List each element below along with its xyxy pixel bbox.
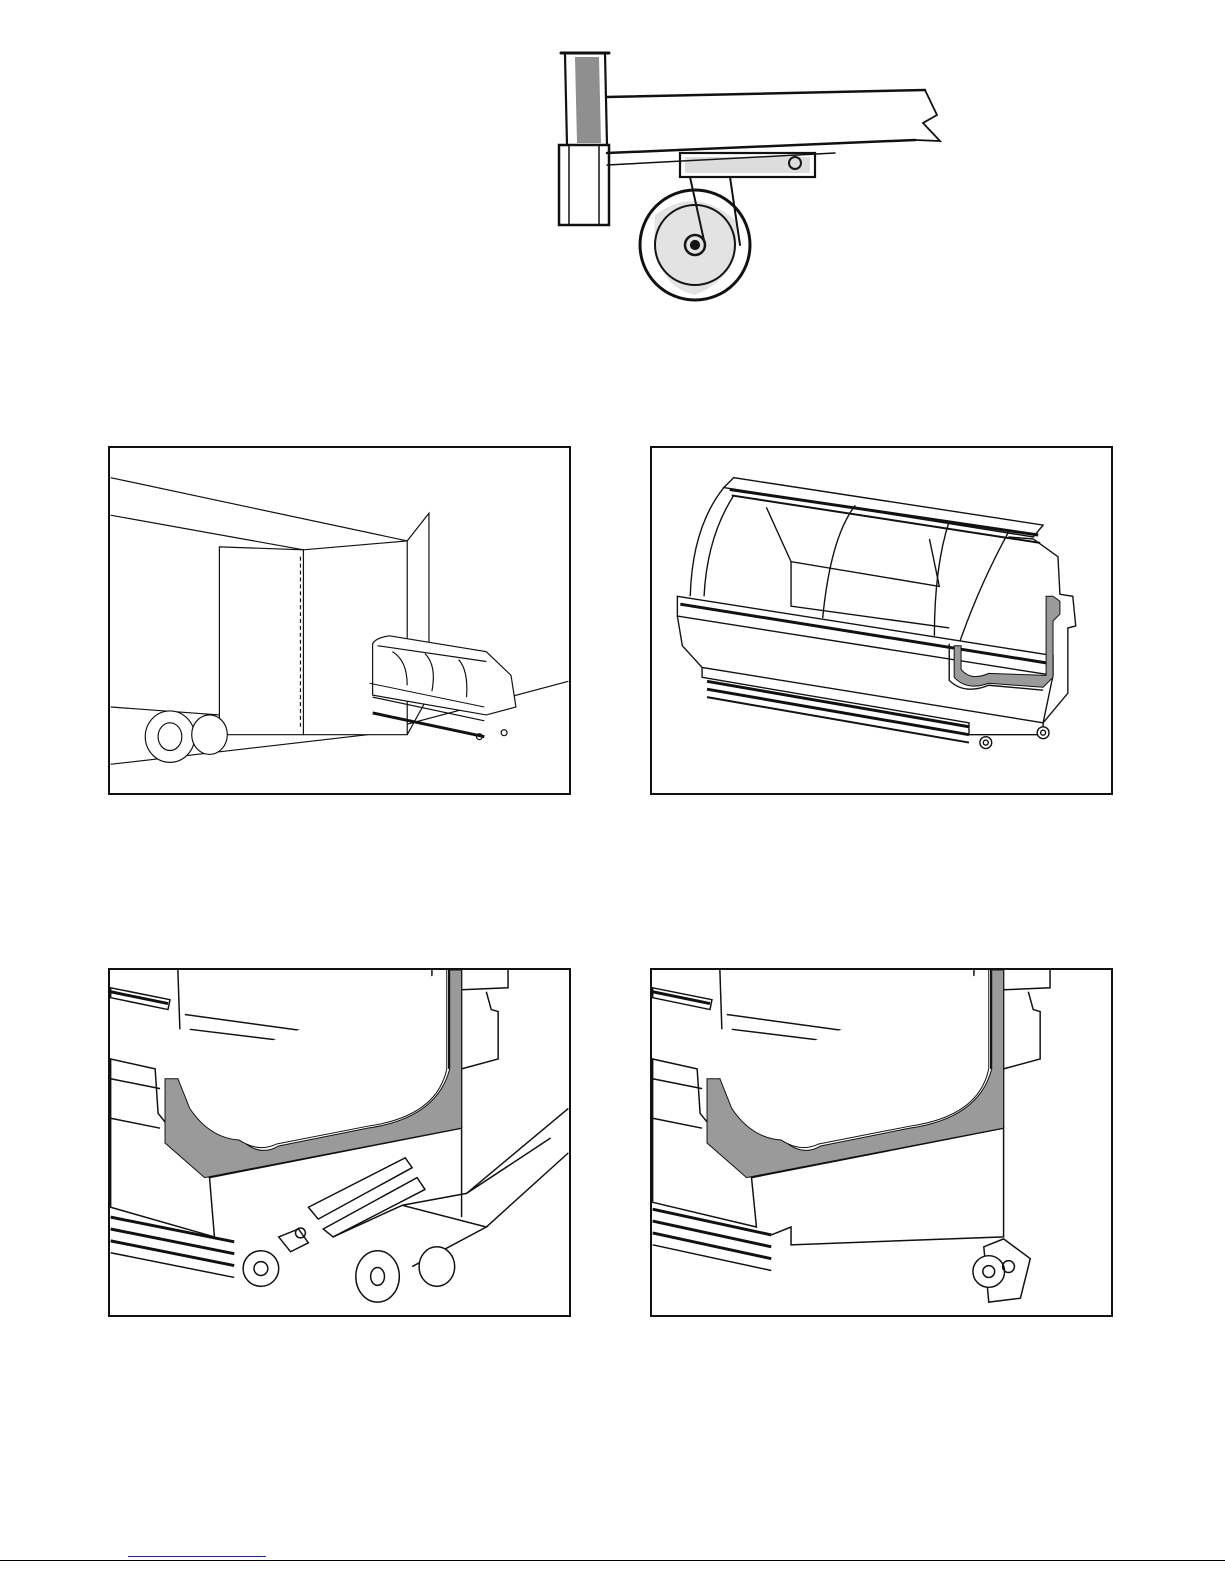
caster-removed-illustration <box>652 970 1111 1315</box>
caster-closeup-illustration <box>555 45 955 310</box>
page-bottom-rule <box>0 1560 1225 1561</box>
removing-caster-illustration <box>110 970 569 1315</box>
caster-closeup-figure <box>555 45 955 310</box>
caster-removed-panel <box>650 968 1113 1317</box>
footer-link-underline <box>128 1556 266 1557</box>
unloading-illustration <box>110 448 569 793</box>
unloading-from-truck-panel <box>108 446 571 795</box>
display-case-overview-panel <box>650 446 1113 795</box>
display-case-illustration <box>652 448 1111 793</box>
removing-caster-panel <box>108 968 571 1317</box>
